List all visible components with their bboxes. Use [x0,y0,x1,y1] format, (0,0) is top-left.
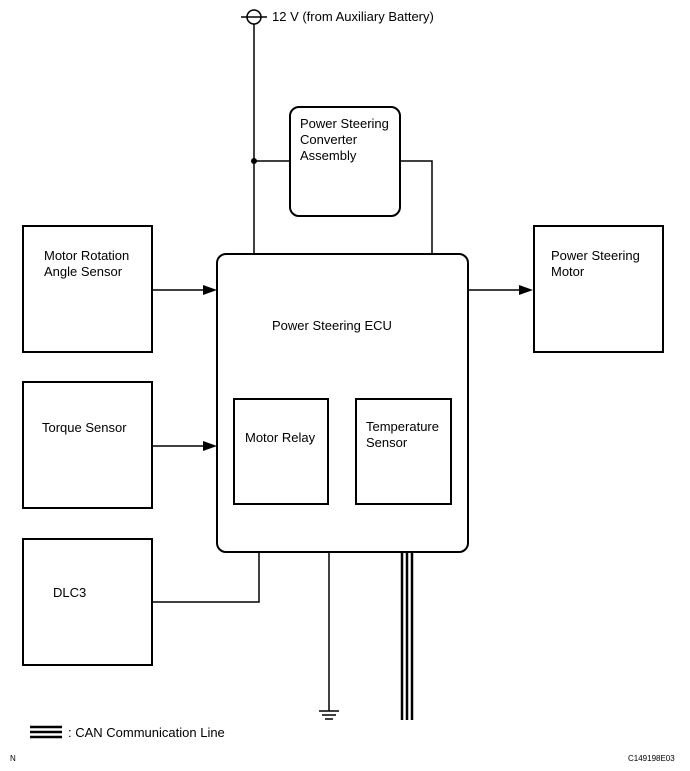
motor-rotation-signal-arrow [152,285,217,295]
footer-left-mark: N [10,754,16,763]
dlc3-box: DLC3 [22,538,153,666]
torque-signal-arrow [152,441,217,451]
motor-rotation-angle-sensor-label: Motor Rotation Angle Sensor [44,248,130,279]
can-legend-label: : CAN Communication Line [68,725,225,740]
torque-sensor-label: Torque Sensor [42,420,127,435]
power-steering-ecu-label: Power Steering ECU [272,318,392,333]
motor-rotation-angle-sensor-box: Motor Rotation Angle Sensor [22,225,153,353]
can-bus-lines [400,552,414,720]
power-steering-motor-label: Power Steering Motor [551,248,640,279]
converter-assembly-box: Power Steering Converter Assembly [289,106,401,217]
figure-code: C149198E03 [628,754,675,763]
power-steering-motor-box: Power Steering Motor [533,225,664,353]
converter-output-line [400,160,433,254]
motor-relay-label: Motor Relay [245,430,316,445]
power-source-icon [241,9,267,25]
torque-sensor-box: Torque Sensor [22,381,153,509]
motor-output-arrow [468,285,533,295]
power-source-label: 12 V (from Auxiliary Battery) [272,9,434,24]
motor-relay-box: Motor Relay [233,398,329,505]
temperature-sensor-label: Temperature Sensor [366,419,439,450]
can-legend-icon [30,725,62,739]
converter-assembly-label: Power Steering Converter Assembly [300,116,389,163]
dlc3-label: DLC3 [53,585,87,600]
ground-icon [319,710,339,720]
temperature-sensor-box: Temperature Sensor [355,398,452,505]
power-steering-ecu-box: Power Steering ECU Motor Relay Temperatu… [216,253,469,553]
dlc3-line [152,552,260,603]
